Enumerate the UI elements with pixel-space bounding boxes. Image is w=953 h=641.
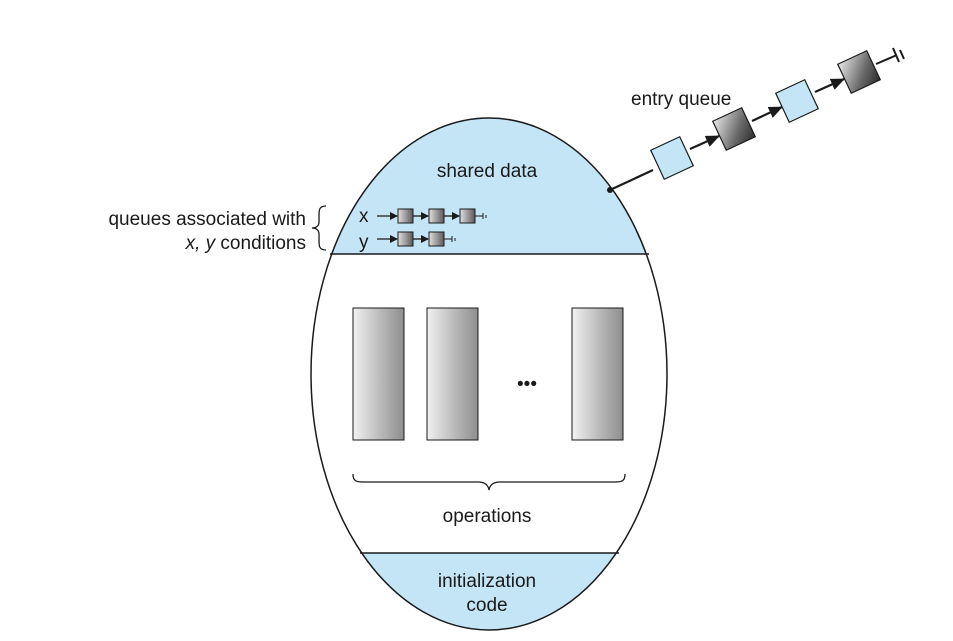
y-queue-ground-icon	[444, 236, 456, 242]
entry-queue: entry queue	[607, 47, 905, 193]
operation-box	[352, 307, 405, 441]
condition-queues-annotation: queues associated with x, y conditions	[108, 205, 327, 254]
queues-annotation-line1: queues associated with	[108, 209, 306, 230]
shared-data-label: shared data	[437, 161, 538, 182]
operations-label: operations	[443, 506, 532, 527]
operations-brace-icon	[352, 473, 626, 491]
operations-group: ••• operations	[352, 307, 626, 527]
x-queue-node	[428, 208, 445, 224]
y-condition-queue	[377, 231, 456, 247]
entry-queue-node-1	[649, 135, 695, 181]
condition-queues: x y	[359, 206, 487, 253]
x-queue-node	[397, 208, 414, 224]
ellipsis: •••	[517, 374, 537, 395]
xy-vars-italic: x, y	[185, 233, 217, 254]
init-code-label-line1: initialization	[438, 571, 536, 592]
shared-data-region	[311, 118, 667, 254]
operation-box	[426, 307, 479, 441]
y-queue-node	[397, 231, 414, 247]
conditions-text: conditions	[215, 233, 306, 254]
y-var-label: y	[359, 232, 369, 253]
entry-queue-ground-icon	[875, 47, 905, 65]
entry-queue-label: entry queue	[631, 89, 731, 110]
x-queue-ground-icon	[475, 213, 487, 219]
entry-queue-node-3	[774, 78, 820, 124]
entry-queue-node-2	[711, 106, 757, 152]
operation-box	[571, 307, 624, 441]
left-curly-brace-icon	[311, 205, 327, 251]
x-var-label: x	[359, 206, 369, 227]
entry-queue-node-4	[836, 49, 882, 95]
egg-outline	[310, 117, 668, 631]
x-condition-queue	[377, 208, 487, 224]
y-queue-node	[428, 231, 445, 247]
init-code-label-line2: code	[466, 595, 507, 616]
x-queue-node	[459, 208, 476, 224]
queues-annotation-line2: x, y conditions	[185, 233, 306, 254]
